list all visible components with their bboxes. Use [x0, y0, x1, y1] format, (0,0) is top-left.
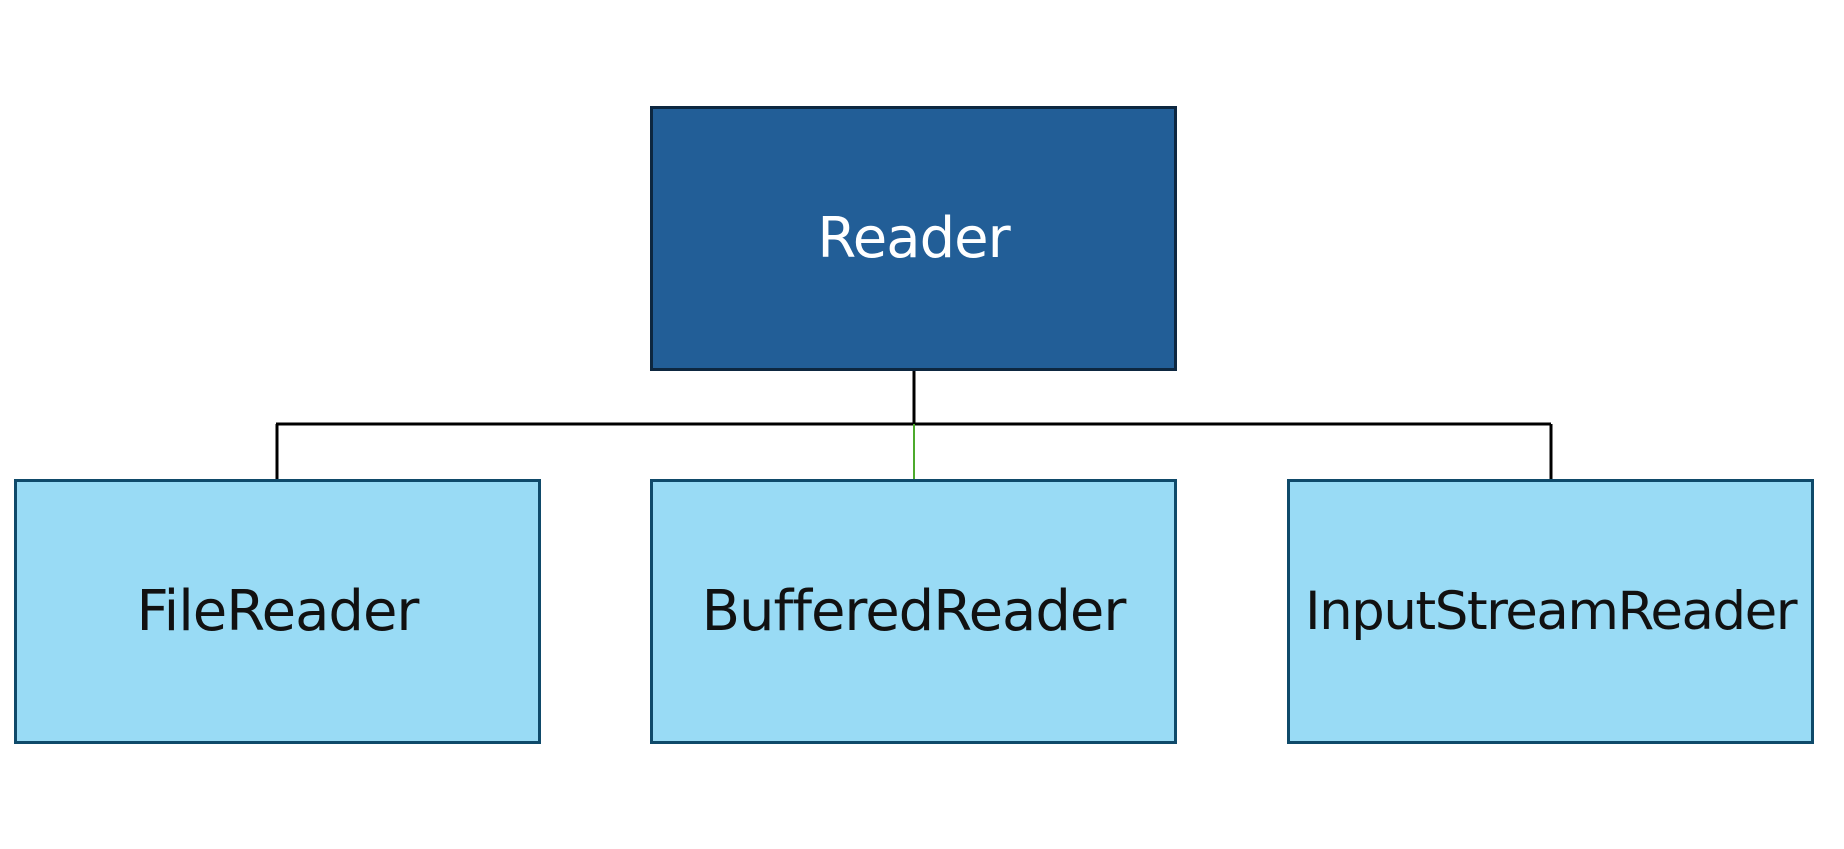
node-bufferedreader: BufferedReader	[650, 479, 1177, 744]
node-filereader: FileReader	[14, 479, 541, 744]
node-filereader-label: FileReader	[136, 578, 420, 644]
node-inputstreamreader: InputStreamReader	[1287, 479, 1814, 744]
node-reader: Reader	[650, 106, 1177, 371]
node-reader-label: Reader	[817, 205, 1010, 271]
node-inputstreamreader-label: InputStreamReader	[1304, 581, 1798, 642]
node-bufferedreader-label: BufferedReader	[701, 578, 1127, 644]
